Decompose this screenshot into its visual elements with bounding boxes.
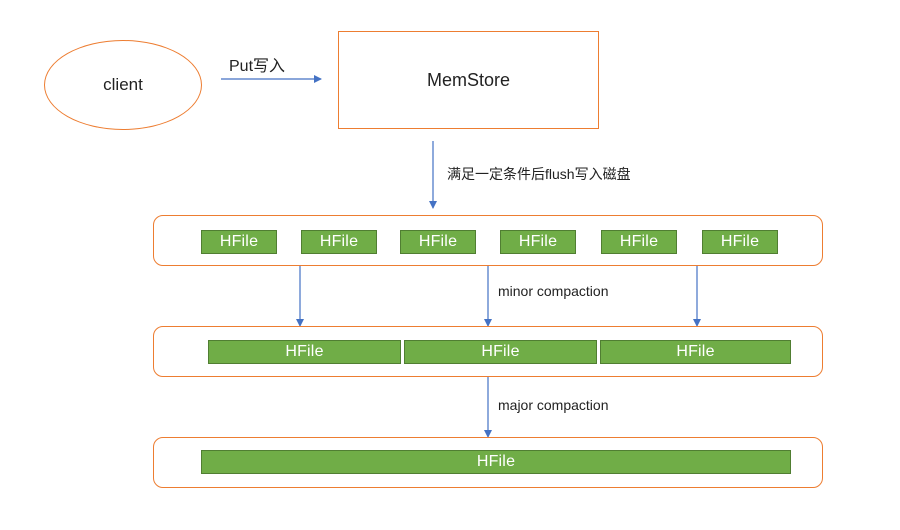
hfile-block: HFile [500,230,576,254]
minor-compaction-label: minor compaction [498,283,609,299]
major-compaction-label: major compaction [498,397,609,413]
hfile-block: HFile [201,450,791,474]
hfile-block: HFile [400,230,476,254]
hfile-block: HFile [208,340,401,364]
hfile-block: HFile [301,230,377,254]
hfile-block: HFile [201,230,277,254]
hfile-block: HFile [600,340,791,364]
flush-label: 满足一定条件后flush写入磁盘 [447,166,631,182]
memstore-label: MemStore [426,69,511,90]
hfile-block: HFile [601,230,677,254]
memstore-node: MemStore [338,31,599,129]
client-node: client [44,40,202,130]
put-label: Put写入 [229,58,286,75]
client-label: client [103,75,143,94]
hfile-block: HFile [702,230,778,254]
hfile-block: HFile [404,340,597,364]
